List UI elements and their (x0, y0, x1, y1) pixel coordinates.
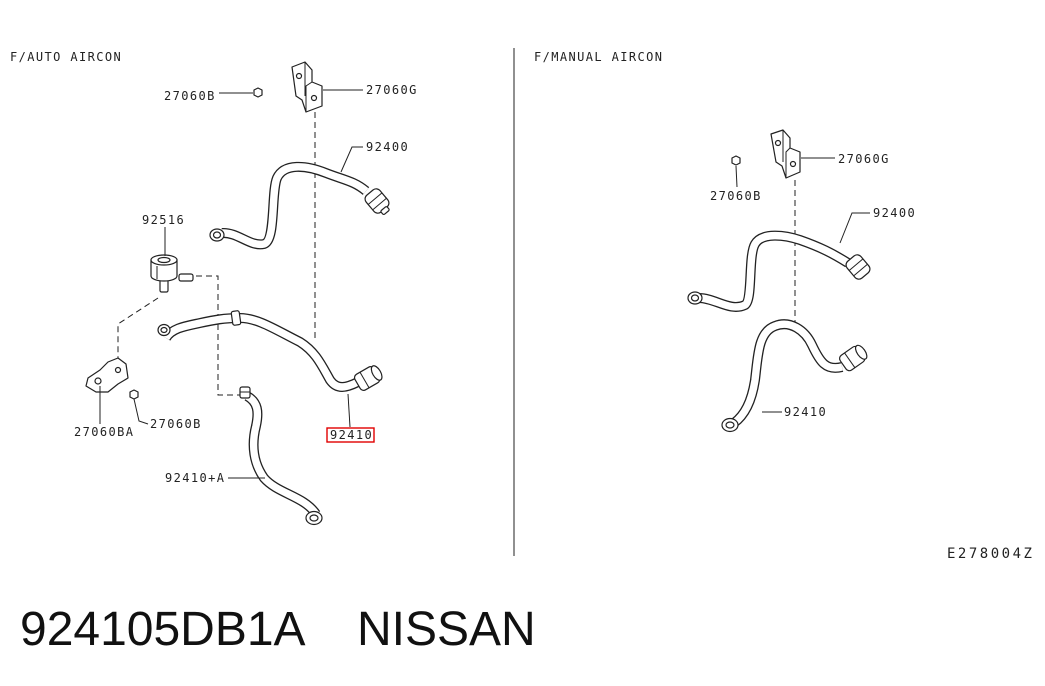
upper-bolt (253, 87, 263, 98)
lower-hose (721, 324, 868, 433)
callout-bolt[interactable]: 27060B (710, 189, 762, 203)
part-number: 924105DB1A (20, 603, 306, 656)
callout-lower-hose-a[interactable]: 92410+A (165, 471, 225, 485)
hose-clamp (239, 386, 251, 399)
upper-bracket (291, 61, 323, 113)
callout-upper-bracket[interactable]: 27060G (366, 83, 418, 97)
hose-band (230, 310, 242, 326)
callout-lower-bracket[interactable]: 27060BA (74, 425, 134, 439)
upper-hose (209, 167, 390, 245)
lower-bracket (85, 357, 129, 393)
section-title-manual-aircon: F/MANUAL AIRCON (534, 50, 663, 64)
figure-code: E278004Z (947, 546, 1034, 562)
auto-aircon-assembly: 27060B 27060G 92400 92516 27060BA 27060B… (74, 61, 418, 526)
hose-clamp (209, 228, 225, 242)
leader-line (839, 212, 870, 244)
upper-hose (687, 236, 871, 307)
highlight-box (326, 427, 375, 443)
lower-bolt (129, 389, 139, 400)
hose-core (222, 167, 366, 245)
hose-connector (838, 344, 868, 372)
parts-diagram: F/AUTO AIRCON F/MANUAL AIRCON (10, 48, 1034, 562)
assembly-dash-line (117, 297, 159, 362)
callout-valve[interactable]: 92516 (142, 213, 185, 227)
brand-name: NISSAN (357, 603, 536, 656)
hose-clamp (721, 417, 739, 433)
callout-bracket[interactable]: 27060G (838, 152, 890, 166)
lower-hose-a (239, 386, 323, 526)
leader-line (133, 398, 149, 425)
leader-line (340, 146, 363, 173)
callout-lower-hose[interactable]: 92410 (784, 405, 827, 419)
callout-lower-hose-highlighted[interactable]: 92410 (330, 428, 373, 442)
bracket (770, 129, 801, 179)
leader-line (735, 165, 738, 188)
hose-clamp (157, 323, 171, 337)
bolt (731, 155, 741, 166)
hose-outline (699, 236, 848, 307)
callout-upper-hose[interactable]: 92400 (366, 140, 409, 154)
hose-connector (353, 365, 383, 391)
callout-upper-bolt[interactable]: 27060B (164, 89, 216, 103)
hose-core (247, 396, 316, 514)
lower-hose (157, 310, 383, 392)
hose-clamp (305, 510, 323, 526)
leader-line (347, 393, 351, 428)
hose-connector (845, 254, 871, 280)
section-title-auto-aircon: F/AUTO AIRCON (10, 50, 122, 64)
manual-aircon-assembly: 27060G 27060B 92400 92410 (687, 129, 916, 433)
check-valve (150, 254, 194, 293)
hose-clamp (687, 291, 703, 305)
callout-upper-hose[interactable]: 92400 (873, 206, 916, 220)
hose-connector (364, 188, 390, 216)
callout-lower-bolt[interactable]: 27060B (150, 417, 202, 431)
assembly-dash-line (186, 275, 242, 396)
